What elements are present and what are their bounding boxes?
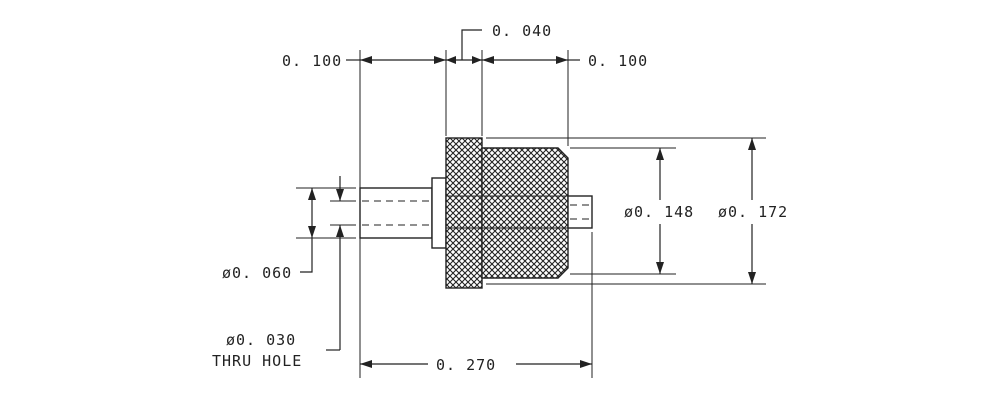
overall-length-dim bbox=[360, 360, 592, 368]
extension-lines bbox=[296, 50, 766, 378]
dim-overall-length: 0. 270 bbox=[436, 356, 496, 374]
knurled-flange bbox=[445, 137, 483, 289]
dim-hole-note: THRU HOLE bbox=[212, 352, 302, 370]
right-pin bbox=[567, 195, 593, 229]
step-collar bbox=[431, 177, 447, 249]
dim-right-offset: 0. 100 bbox=[588, 52, 648, 70]
dim-inner-diameter: ø0. 148 bbox=[624, 203, 694, 221]
knurled-body bbox=[481, 147, 569, 279]
dim-left-offset: 0. 100 bbox=[282, 52, 342, 70]
left-diameter-dims bbox=[300, 176, 356, 351]
dim-outer-diameter: ø0. 172 bbox=[718, 203, 788, 221]
dim-shank-diameter: ø0. 060 bbox=[222, 264, 292, 282]
right-diameter-dims bbox=[656, 138, 756, 284]
connector-part bbox=[359, 137, 593, 289]
top-dimension-row bbox=[346, 29, 580, 64]
left-shank bbox=[359, 187, 433, 239]
dim-flange-width: 0. 040 bbox=[492, 22, 552, 40]
dim-hole-diameter: ø0. 030 bbox=[226, 331, 296, 349]
